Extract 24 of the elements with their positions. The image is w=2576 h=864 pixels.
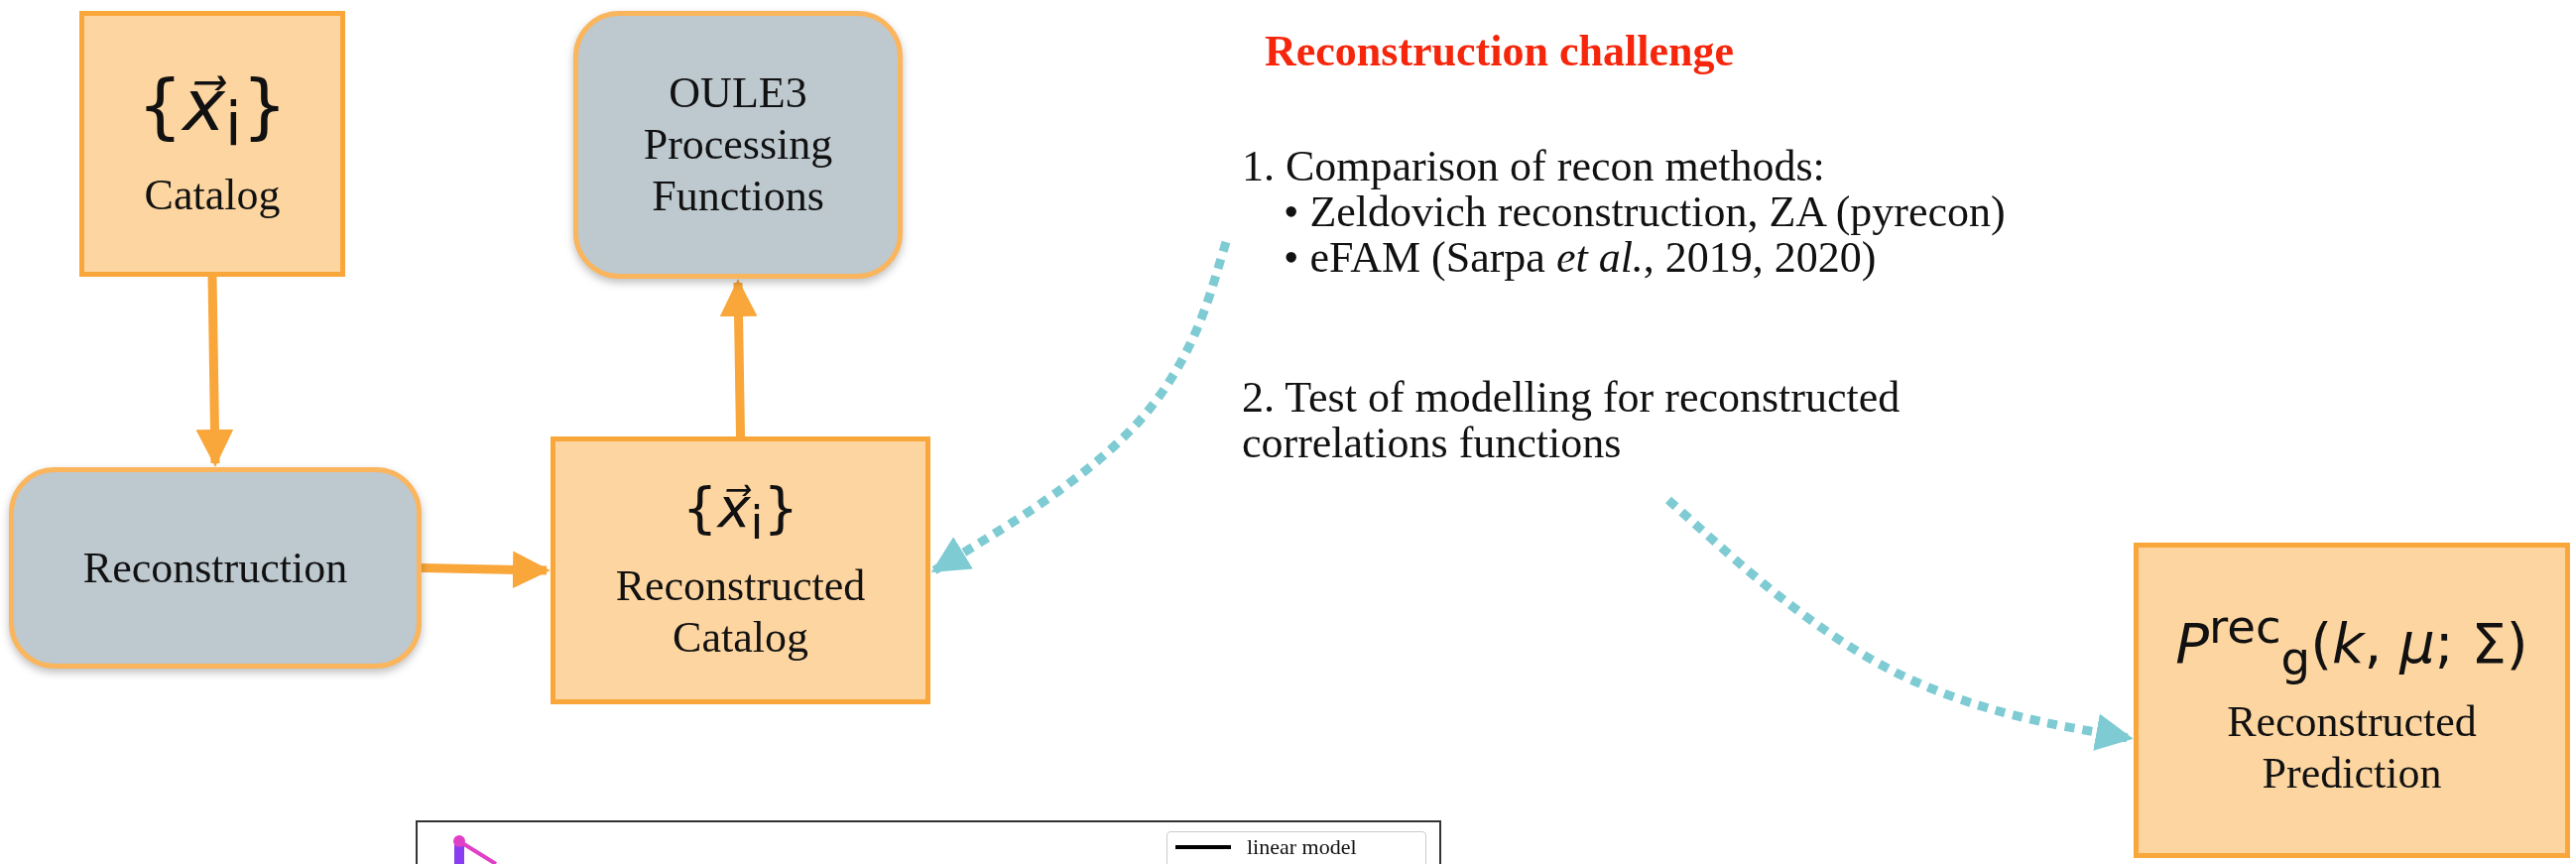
dotted-arrow xyxy=(930,240,1231,574)
box-label: Reconstructed Catalog xyxy=(614,560,867,665)
math-formula: {x⃗$_{i}$} xyxy=(137,66,288,158)
math-formula: {x⃗$_{i}$} xyxy=(681,476,799,550)
arrow xyxy=(421,551,551,589)
process-box xyxy=(551,436,930,704)
process-box xyxy=(79,11,345,277)
section-heading: Reconstruction challenge xyxy=(1265,26,1734,76)
dotted-arrow xyxy=(1665,496,2134,751)
bullet-item: • eFAM (Sarpa et al., 2019, 2020) xyxy=(1284,235,1877,282)
rounded-process-box xyxy=(573,11,903,279)
arrow xyxy=(719,279,758,437)
process-box xyxy=(2134,543,2570,858)
list-item: 1. Comparison of recon methods: xyxy=(1242,144,1825,190)
list-item: 2. Test of modelling for reconstructed correlations functions xyxy=(1242,375,1901,467)
bullet-item: • Zeldovich reconstruction, ZA (pyrecon) xyxy=(1284,189,2006,236)
legend-text: linear model xyxy=(1247,834,1357,860)
box-label: OULE3 Processing Functions xyxy=(642,67,834,222)
box-label: Catalog xyxy=(144,169,281,221)
math-formula: P$^{rec}$$_{g}$(k, μ; Σ) xyxy=(2175,601,2528,684)
arrow xyxy=(195,276,234,467)
box-label: Reconstructed Prediction xyxy=(2226,695,2478,800)
rounded-process-box xyxy=(9,467,422,669)
box-label: Reconstruction xyxy=(82,542,348,594)
